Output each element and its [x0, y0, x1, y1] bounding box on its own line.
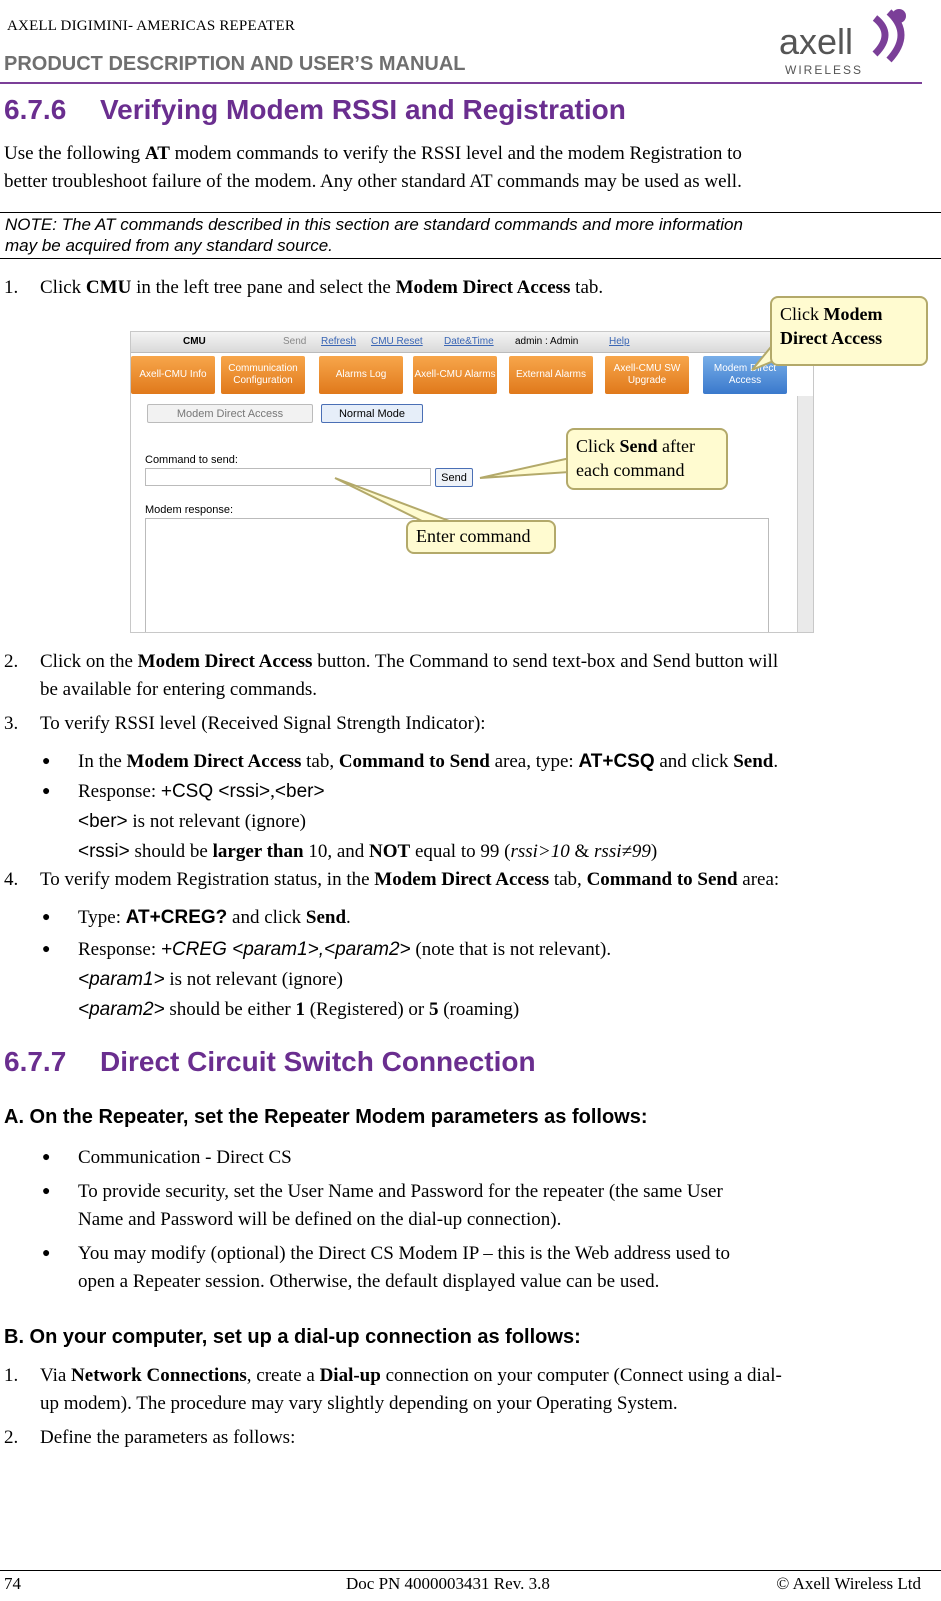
intro-line2: better troubleshoot failure of the modem… [4, 171, 742, 192]
subheading-a: A. On the Repeater, set the Repeater Mod… [4, 1106, 648, 1128]
modem-direct-access-button[interactable]: Modem Direct Access [147, 404, 313, 423]
doc-number: Doc PN 4000003431 Rev. 3.8 [346, 1574, 550, 1593]
step-4-bullet-1: ● Type: AT+CREG? and click Send. [42, 907, 351, 928]
step-4: 4. To verify modem Registration status, … [4, 869, 780, 890]
tab-axell-cmu-alarms[interactable]: Axell-CMU Alarms [413, 356, 497, 394]
step-3-bullet-2: ● Response: +CSQ <rssi>,<ber> [42, 781, 325, 802]
step-4-param1-note: <param1> is not relevant (ignore) [78, 969, 343, 990]
logo-subtext: WIRELESS [785, 63, 863, 77]
tab-external-alarms[interactable]: External Alarms [509, 356, 593, 394]
note-box: NOTE: The AT commands described in this … [0, 212, 941, 259]
b-step-1: 1. Via Network Connections, create a Dia… [4, 1365, 782, 1414]
callout-enter-command: Enter command [406, 520, 556, 554]
intro-line1: Use the following AT modem commands to v… [4, 143, 742, 164]
callout-send: Click Send after each command [566, 428, 728, 490]
tab-sw-upgrade[interactable]: Axell-CMU SW Upgrade [605, 356, 689, 394]
step-3-bullet-1: ● In the Modem Direct Access tab, Comman… [42, 751, 779, 772]
a-bullet-1: ●Communication - Direct CS [42, 1147, 292, 1168]
b-step-2: 2. Define the parameters as follows: [4, 1427, 296, 1448]
step-4-bullet-2: ● Response: +CREG <param1>,<param2> (not… [42, 939, 612, 960]
axell-logo: axell WIRELESS [779, 9, 906, 77]
tab-axell-cmu-info[interactable]: Axell-CMU Info [131, 356, 215, 394]
step-1: 1. Click CMU in the left tree pane and s… [4, 277, 604, 298]
logo-text: axell [779, 21, 853, 62]
tab-alarms-log[interactable]: Alarms Log [319, 356, 403, 394]
footer-rule [0, 1570, 941, 1571]
topbar-datetime[interactable]: Date&Time [444, 336, 494, 347]
topbar-cmu: CMU [183, 336, 206, 347]
tab-communication-configuration[interactable]: Communication Configuration [221, 356, 305, 394]
topbar-help[interactable]: Help [609, 336, 630, 347]
command-input[interactable] [145, 468, 431, 486]
step-3-rssi-note: <rssi> should be larger than 10, and NOT… [78, 841, 658, 862]
topbar-user: admin : Admin [515, 336, 579, 347]
a-bullet-3: ● You may modify (optional) the Direct C… [42, 1243, 730, 1292]
step-2: 2. Click on the Modem Direct Access butt… [4, 651, 779, 700]
header-title: AXELL DIGIMINI- AMERICAS REPEATER [7, 18, 296, 34]
step-4-param2-note: <param2> should be either 1 (Registered)… [78, 999, 520, 1020]
right-pane [797, 396, 813, 632]
topbar-send[interactable]: Send [283, 336, 307, 347]
header-rule [0, 82, 922, 84]
header-subtitle: PRODUCT DESCRIPTION AND USER’S MANUAL [4, 53, 466, 75]
send-button[interactable]: Send [435, 468, 473, 487]
step-3: 3. To verify RSSI level (Received Signal… [4, 713, 486, 734]
callout-modem-direct-access: Click Modem Direct Access [770, 296, 928, 366]
subheading-b: B. On your computer, set up a dial-up co… [4, 1326, 581, 1348]
command-label: Command to send: [145, 454, 238, 466]
topbar-refresh[interactable]: Refresh [321, 336, 357, 347]
page-number: 74 [4, 1574, 21, 1593]
copyright: © Axell Wireless Ltd [776, 1574, 921, 1593]
cmu-topbar: CMU Send Refresh CMU Reset Date&Time adm… [131, 332, 813, 353]
normal-mode-button[interactable]: Normal Mode [321, 404, 423, 423]
a-bullet-2: ● To provide security, set the User Name… [42, 1181, 723, 1230]
step-3-ber-note: <ber> is not relevant (ignore) [78, 811, 306, 832]
response-label: Modem response: [145, 504, 234, 516]
topbar-cmu-reset[interactable]: CMU Reset [371, 336, 423, 347]
